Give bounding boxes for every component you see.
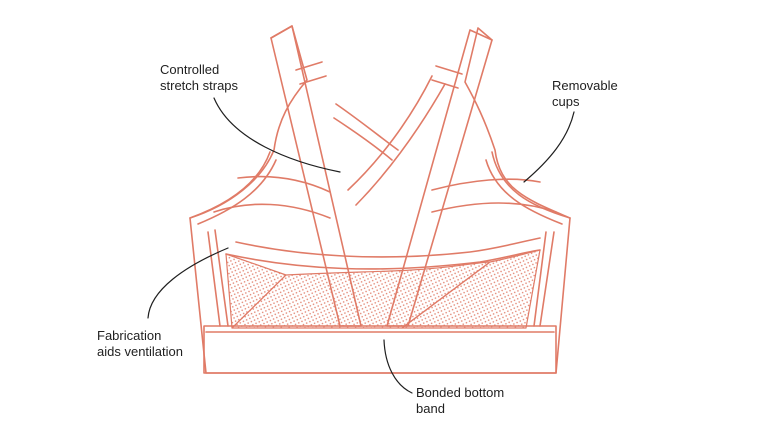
leader-line-band <box>383 339 413 394</box>
underbust-curve <box>225 249 541 270</box>
right-mesh-panel <box>401 249 541 329</box>
label-straps-line1: Controlled <box>160 62 220 77</box>
right-side-seam <box>533 231 555 327</box>
label-controlled-stretch-straps: Controlled stretch straps <box>160 62 238 94</box>
label-band-line1: Bonded bottom <box>416 385 505 400</box>
label-bonded-bottom-band: Bonded bottom band <box>416 385 504 417</box>
label-straps-line2: stretch straps <box>160 78 239 93</box>
cross-strap-upper <box>333 103 399 161</box>
label-cups-line2: cups <box>552 94 580 109</box>
label-removable-cups: Removable cups <box>552 78 618 110</box>
leader-line-ventilation <box>147 247 229 319</box>
label-ventilation-line1: Fabrication <box>97 328 162 343</box>
leader-line-straps <box>213 97 341 173</box>
left-cup-seam <box>213 175 331 219</box>
label-band-line2: band <box>416 401 445 416</box>
bottom-band <box>203 325 557 374</box>
right-strap-tab <box>431 65 463 89</box>
left-strap-tab <box>295 61 327 85</box>
label-fabrication-ventilation: Fabrication aids ventilation <box>97 328 183 360</box>
underbust-curve-inner <box>235 237 541 258</box>
center-mesh-panel <box>231 261 491 329</box>
label-cups-line1: Removable <box>552 78 618 93</box>
left-armhole-binding <box>189 151 277 225</box>
right-armhole-binding <box>485 151 571 225</box>
left-side-seam <box>207 229 229 327</box>
label-ventilation-line2: aids ventilation <box>97 344 183 359</box>
leader-line-cups <box>523 111 575 183</box>
right-cup-seam <box>431 178 557 213</box>
cross-strap-lower <box>347 75 446 206</box>
